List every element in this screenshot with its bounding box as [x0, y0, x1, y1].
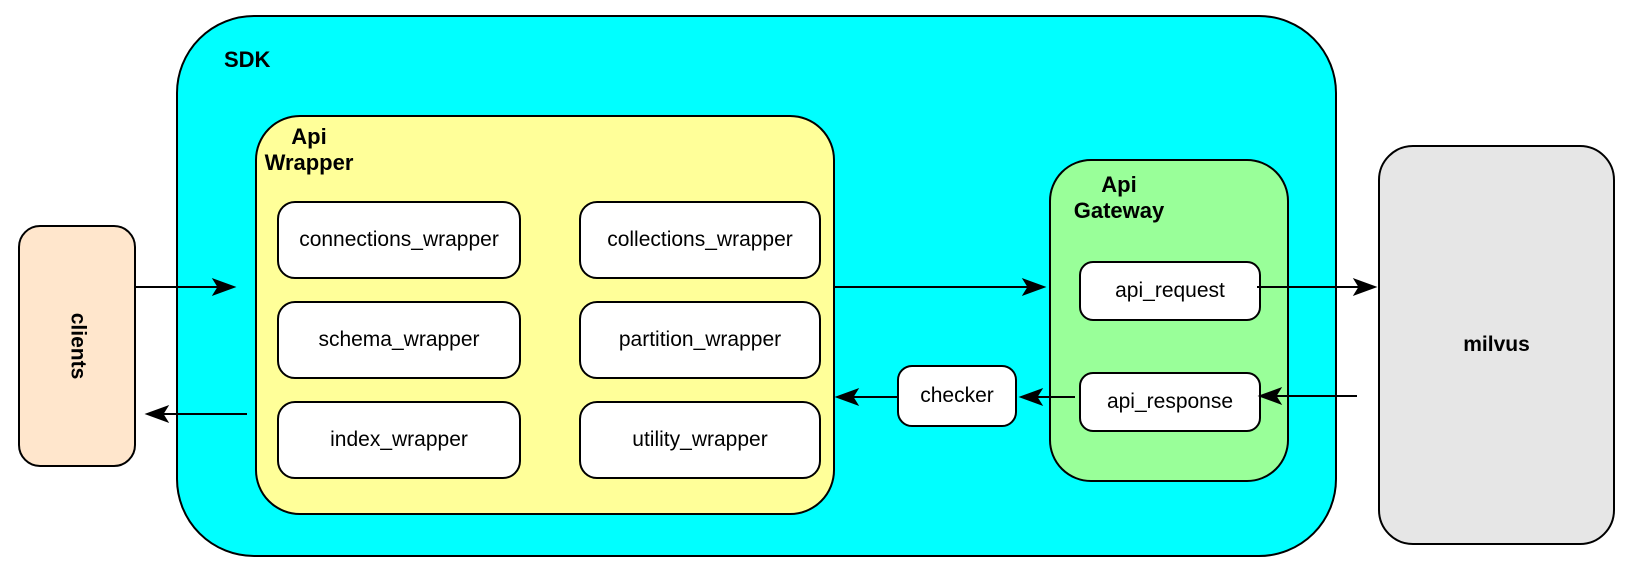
api-gateway-label-line2: Gateway [1073, 198, 1165, 223]
api-wrapper-label-line1: Api [291, 124, 327, 149]
sdk-label: SDK [224, 47, 271, 72]
utility-wrapper-node: utility_wrapper [579, 401, 821, 479]
sdk-container: SDK Api Wrapper connections_wrapper coll… [176, 15, 1337, 557]
api-wrapper-label: Api Wrapper [257, 124, 361, 176]
connections-wrapper-node: connections_wrapper [277, 201, 521, 279]
api-gateway-container: Api Gateway api_request api_response [1049, 159, 1289, 482]
clients-label: clients [66, 312, 89, 380]
api-gateway-label: Api Gateway [1064, 172, 1174, 224]
index-wrapper-node: index_wrapper [277, 401, 521, 479]
milvus-label: milvus [1463, 333, 1530, 356]
collections-wrapper-node: collections_wrapper [579, 201, 821, 279]
clients-box: clients [18, 225, 136, 467]
checker-node: checker [897, 365, 1017, 427]
api-wrapper-container: Api Wrapper connections_wrapper collecti… [255, 115, 835, 515]
partition-wrapper-node: partition_wrapper [579, 301, 821, 379]
api-response-node: api_response [1079, 372, 1261, 432]
milvus-box: milvus [1378, 145, 1615, 545]
schema-wrapper-node: schema_wrapper [277, 301, 521, 379]
api-request-node: api_request [1079, 261, 1261, 321]
api-gateway-label-line1: Api [1101, 172, 1137, 197]
api-wrapper-label-line2: Wrapper [264, 150, 354, 175]
